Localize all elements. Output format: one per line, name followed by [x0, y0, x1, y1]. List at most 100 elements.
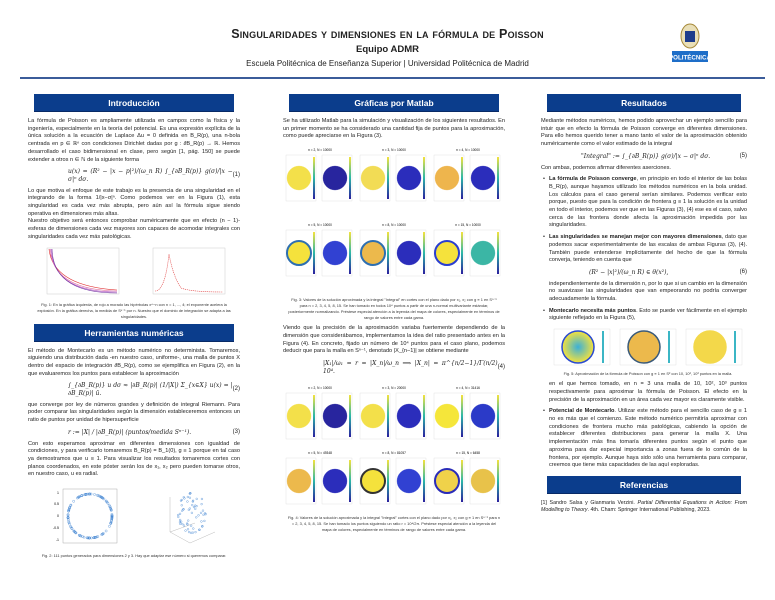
plot-title: n = 15, N = 10000: [455, 223, 481, 227]
sample-point: [183, 525, 185, 527]
sample-point: [195, 517, 197, 519]
hyperbola-plot: [41, 246, 121, 298]
results-list: La fórmula de Poisson converge, en princ…: [549, 176, 747, 470]
sample-point: [200, 512, 202, 514]
plot-title: n = 15, N = 6458: [456, 451, 480, 455]
colorbar: [313, 395, 315, 437]
plot-pair: n = 3, N = 10000: [357, 145, 431, 211]
sample-point: [186, 496, 188, 498]
svg-text:-1: -1: [55, 538, 58, 542]
reference-item: [1] Sandro Salsa y Gianmaria Verzini. Pa…: [541, 500, 747, 514]
solution-disc: [287, 241, 311, 265]
result-item: Montecarlo necesita más puntos. Esto se …: [549, 308, 747, 405]
section-heading-references: Referencias: [547, 476, 741, 494]
figure-3-caption: Fig. 3: Valores de la solución aproximad…: [287, 297, 501, 321]
integral-disc: [471, 241, 495, 265]
sample-point: [187, 509, 189, 511]
sample-point: [180, 521, 182, 523]
sample-point: [184, 530, 186, 532]
plot-pair: n = 5, N = 49348: [283, 448, 357, 514]
poster-header: Singularidades y dimensiones en la fórmu…: [0, 0, 775, 80]
plot-pair: n = 15, N = 10000: [431, 220, 505, 286]
sample-point: [177, 516, 179, 518]
colorbar: [313, 232, 315, 274]
solution-disc: [287, 166, 311, 190]
colorbar: [423, 157, 425, 199]
figure-5: [549, 327, 747, 367]
column-right: Resultados Mediante métodos numéricos, h…: [541, 94, 747, 514]
sample-point: [68, 523, 70, 525]
svg-text:POLITÉCNICA: POLITÉCNICA: [669, 54, 711, 62]
colorbar: [423, 460, 425, 502]
solution-disc: [694, 331, 726, 363]
plot-title: n = 5, N = 49348: [308, 451, 332, 455]
sphere-measure-plot: [147, 246, 227, 298]
tools-paragraph: Con esto esperamos aproximar en diferent…: [28, 441, 240, 480]
sample-point: [194, 508, 196, 510]
points-2d-plot: 1 0.5 0 -0.5 -1: [49, 487, 119, 549]
equation-1: u(x) = (R² − |x − p|²)/(ω_n R) ∫_{∂B_R(p…: [28, 168, 240, 183]
figure-4: n = 2, N = 10000n = 3, N = 20000n = 4, N…: [283, 383, 505, 513]
sample-point: [195, 498, 197, 500]
integral-disc: [323, 241, 347, 265]
plot-title: n = 4, N = 31416: [456, 386, 480, 390]
figure-5-caption: Fig. 5: Aproximación de la fórmula de Po…: [553, 371, 743, 377]
plot-pair: n = 2, N = 10000: [283, 383, 357, 449]
colorbar: [461, 460, 463, 502]
sample-point: [201, 498, 203, 500]
team-name: Equipo ADMR: [0, 44, 775, 55]
column-middle: Gráficas por Matlab Se ha utilizado Matl…: [283, 94, 505, 537]
figure-4-caption: Fig. 4: Valores de la solución aproximad…: [287, 515, 501, 533]
approximation-plot: [684, 327, 744, 367]
solution-disc: [361, 166, 385, 190]
section-heading-results: Resultados: [547, 94, 741, 112]
colorbar: [349, 395, 351, 437]
plot-pair: n = 15, N = 6458: [431, 448, 505, 514]
sample-point: [189, 497, 191, 499]
solution-disc: [435, 166, 459, 190]
figure-1: [28, 246, 240, 298]
sample-point: [82, 536, 84, 538]
poster-title: Singularidades y dimensiones en la fórmu…: [0, 27, 775, 41]
solution-disc: [435, 241, 459, 265]
colorbar: [497, 232, 499, 274]
equation-6: (R² − |x|²)/(ω_n R) ∈ θ(x²),(6): [549, 269, 747, 277]
figure-1-caption: Fig. 1: En la gráfica izquierda, de rojo…: [32, 302, 236, 320]
colorbar: [313, 460, 315, 502]
results-paragraph: Con ambas, podemos afirmar diferentes as…: [541, 165, 747, 173]
integral-disc: [471, 166, 495, 190]
svg-text:1: 1: [57, 491, 59, 495]
colorbar: [387, 157, 389, 199]
sample-point: [202, 510, 204, 512]
colorbar: [602, 331, 604, 363]
solution-disc: [435, 469, 459, 493]
equation-4: |X₁|/ω₁ = r = |X_n|/ω_n ⟹ |X_n| = π^{n/2…: [283, 360, 505, 375]
sample-point: [105, 530, 107, 532]
colorbar: [349, 157, 351, 199]
solution-disc: [287, 404, 311, 428]
section-heading-matlab: Gráficas por Matlab: [289, 94, 499, 112]
colorbar: [497, 157, 499, 199]
solution-disc: [435, 404, 459, 428]
plot-pair: n = 4, N = 10000: [431, 145, 505, 211]
equation-5: "Integral" := ∫_{∂B_R(p)} g(σ)/|x − σ|ⁿ …: [541, 153, 747, 161]
colorbar: [734, 331, 736, 363]
figure-2: 1 0.5 0 -0.5 -1: [28, 487, 240, 549]
plot-title: n = 8, N = 81057: [382, 451, 406, 455]
matlab-paragraph: Se ha utilizado Matlab para la simulació…: [283, 118, 505, 141]
svg-text:-0.5: -0.5: [52, 526, 58, 530]
solution-disc: [361, 241, 385, 265]
colorbar: [497, 460, 499, 502]
sample-point: [181, 523, 183, 525]
sample-point: [193, 506, 195, 508]
sample-point: [72, 500, 74, 502]
colorbar: [461, 395, 463, 437]
sample-point: [179, 519, 181, 521]
sample-point: [197, 515, 199, 517]
figure-3: n = 2, N = 10000n = 3, N = 10000n = 4, N…: [283, 145, 505, 295]
sample-point: [186, 501, 188, 503]
figure-2-caption: Fig. 2: 111 puntos generados para dimens…: [32, 553, 236, 559]
colorbar: [313, 157, 315, 199]
sample-point: [203, 520, 205, 522]
plot-pair: n = 2, N = 10000: [283, 145, 357, 211]
